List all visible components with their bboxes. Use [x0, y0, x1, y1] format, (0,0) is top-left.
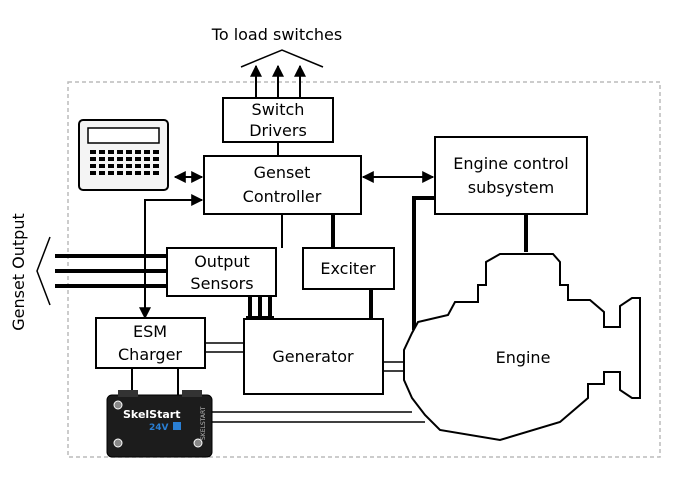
output-sensors-box — [166, 247, 277, 297]
keypad-display-icon — [78, 119, 169, 191]
output-sensors-line2: Sensors — [190, 274, 253, 293]
switch-drivers-box — [222, 97, 334, 143]
genset-output-label: Genset Output — [9, 213, 28, 331]
esm-charger-line1: ESM — [133, 322, 167, 341]
generator-label: Generator — [272, 347, 354, 366]
engine-control-box — [434, 136, 588, 215]
output-sensors-line1: Output — [194, 252, 250, 271]
genset-output-lines — [55, 254, 167, 288]
generator-box — [243, 318, 384, 395]
sensors-generator-link — [246, 296, 274, 320]
load-switch-arrows — [250, 64, 306, 98]
module-side-label: SKELSTART — [200, 406, 207, 440]
engine-label: Engine — [496, 348, 551, 367]
esm-charger-line2: Charger — [118, 345, 182, 364]
skelstart-module: SkelStart 24V SKELSTART — [106, 368, 213, 458]
genset-controller-line1: Genset — [254, 163, 311, 182]
module-voltage: 24V — [149, 423, 169, 433]
module-brand: SkelStart — [123, 408, 180, 421]
engine-control-line1: Engine control — [453, 154, 568, 173]
load-switches-roof — [240, 49, 324, 68]
genset-output-chevron — [36, 236, 51, 306]
engine-control-feed — [412, 196, 435, 330]
top-arrow-label: To load switches — [211, 25, 342, 44]
exciter-label: Exciter — [320, 259, 376, 278]
controller-charger-link — [139, 194, 204, 320]
module-engine-link — [212, 411, 425, 423]
engine-block: Engine — [403, 253, 641, 442]
engine-control-line2: subsystem — [468, 178, 554, 197]
exciter-box — [302, 247, 395, 290]
switch-drivers-line2: Drivers — [249, 121, 307, 140]
switch-drivers-line1: Switch — [252, 100, 305, 119]
charger-generator-link — [205, 342, 244, 353]
genset-controller-line2: Controller — [243, 187, 322, 206]
